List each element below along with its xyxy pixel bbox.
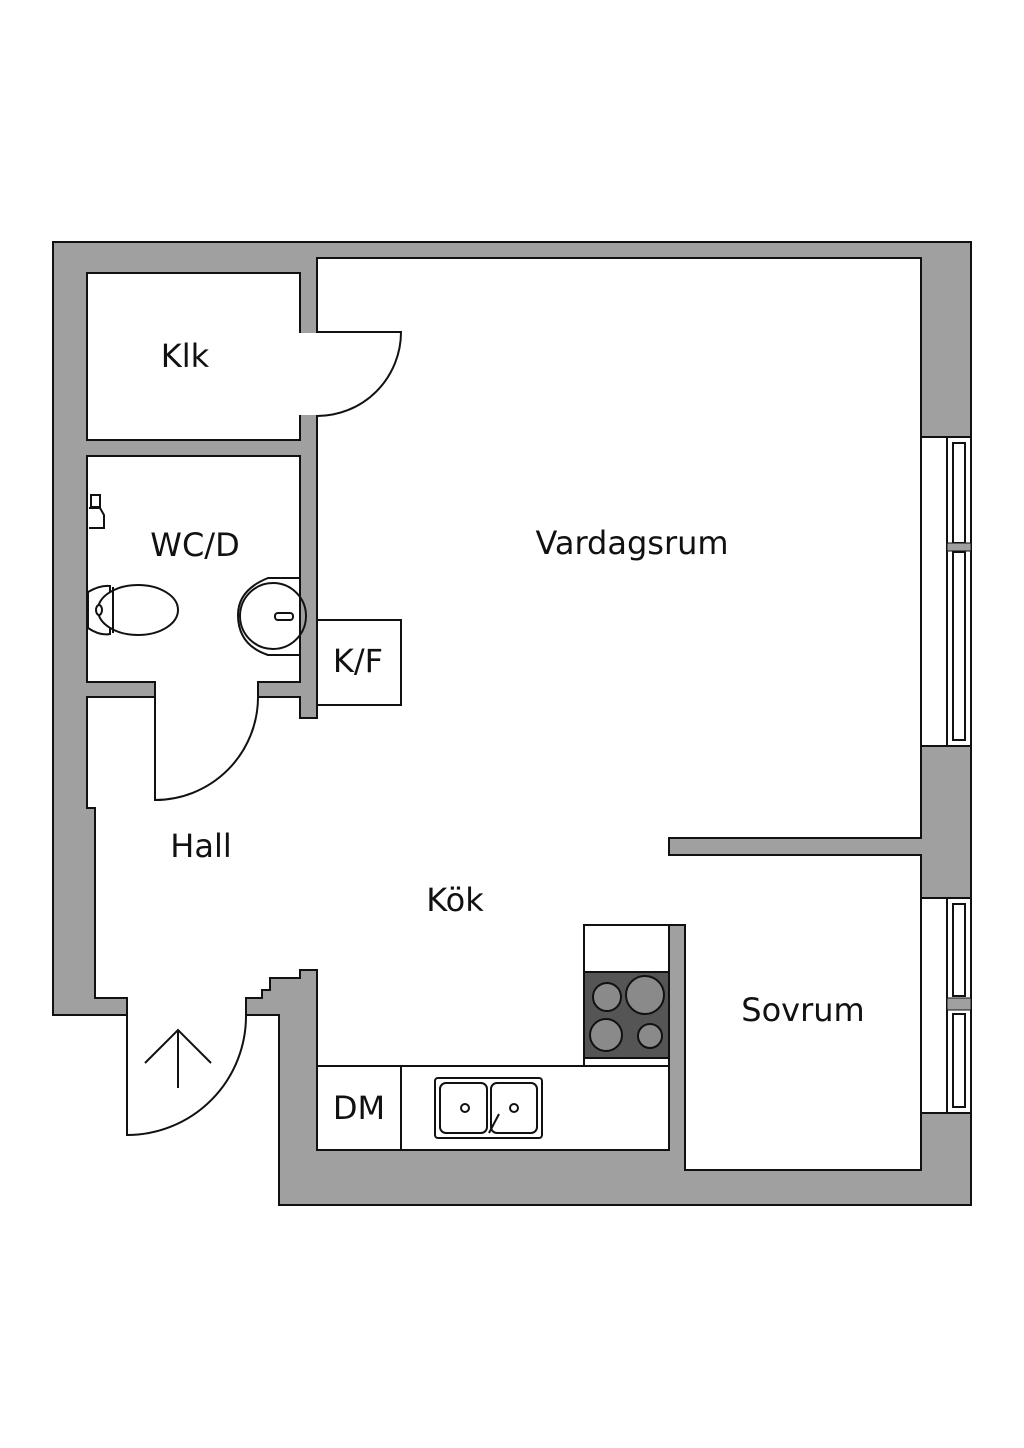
entry-door-opening (128, 996, 245, 1017)
room-label-vardagsrum: Vardagsrum (535, 524, 728, 562)
bedroom-window (920, 897, 972, 1114)
entry-door[interactable] (126, 1014, 248, 1137)
fridge-freezer (316, 619, 402, 706)
klk-door-opening (299, 333, 319, 415)
room-label-sovrum: Sovrum (741, 991, 864, 1029)
room-label-kok: Kök (426, 881, 484, 919)
sink (434, 1077, 543, 1139)
washbasin (236, 577, 307, 656)
toilet (87, 584, 179, 636)
room-klk (86, 272, 301, 441)
room-label-klk: Klk (161, 337, 210, 375)
entry-arrow-icon (144, 1028, 212, 1088)
room-label-hall: Hall (170, 827, 231, 865)
wc-door[interactable] (154, 696, 259, 802)
shower-fixture (89, 494, 105, 529)
room-label-kf: K/F (333, 642, 383, 680)
klk-door[interactable] (316, 331, 403, 417)
room-label-dm: DM (333, 1089, 385, 1127)
stove (583, 971, 670, 1059)
wc-door-opening (156, 680, 257, 699)
room-label-wc: WC/D (150, 526, 239, 564)
living-window (920, 436, 972, 747)
